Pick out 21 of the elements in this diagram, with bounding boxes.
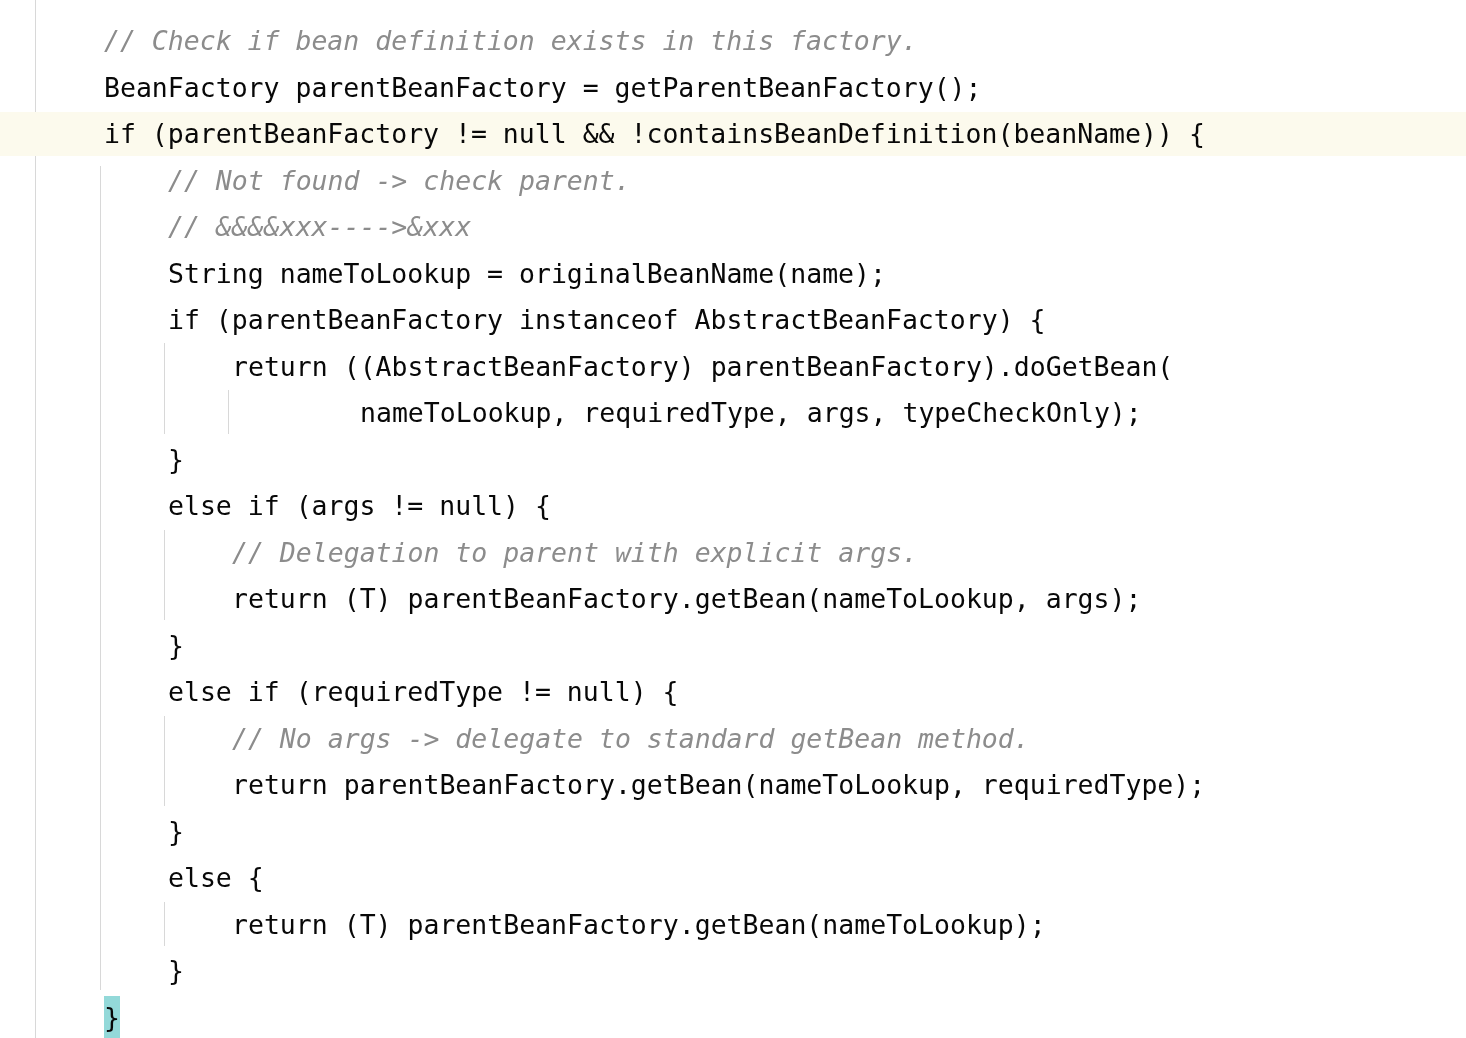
code-line: } bbox=[168, 814, 184, 849]
closing-brace: } bbox=[104, 995, 120, 1038]
code-comment: // &&&&xxx---->&xxx bbox=[168, 210, 472, 244]
code-line: else { bbox=[168, 861, 264, 895]
code-line: if (parentBeanFactory instanceof AbstractBeanFactory) { bbox=[168, 303, 1046, 337]
code-line: return (T) parentBeanFactory.getBean(nameToLookup); bbox=[232, 907, 1046, 942]
code-line: BeanFactory parentBeanFactory = getParentBeanFactory(); bbox=[104, 70, 982, 105]
code-line: return ((AbstractBeanFactory) parentBeanFactory).doGetBean( bbox=[232, 349, 1174, 384]
code-line: nameToLookup, requiredType, args, typeCheckOnly); bbox=[360, 396, 1142, 430]
code-line: } bbox=[168, 954, 184, 988]
code-comment: // Delegation to parent with explicit args. bbox=[232, 535, 919, 570]
code-line: return parentBeanFactory.getBean(nameToLookup, requiredType); bbox=[232, 768, 1206, 802]
code-line: } bbox=[168, 628, 184, 663]
code-line: String nameToLookup = originalBeanName(name); bbox=[168, 256, 886, 291]
code-line: else if (requiredType != null) { bbox=[168, 675, 679, 709]
code-comment: // Not found -> check parent. bbox=[168, 163, 631, 198]
code-line: } bbox=[168, 442, 184, 477]
code-comment: // Check if bean definition exists in this factory. bbox=[104, 24, 918, 58]
code-line: else if (args != null) { bbox=[168, 489, 551, 523]
code-line: return (T) parentBeanFactory.getBean(nameToLookup, args); bbox=[232, 582, 1142, 616]
code-comment: // No args -> delegate to standard getBean method. bbox=[232, 721, 1030, 756]
